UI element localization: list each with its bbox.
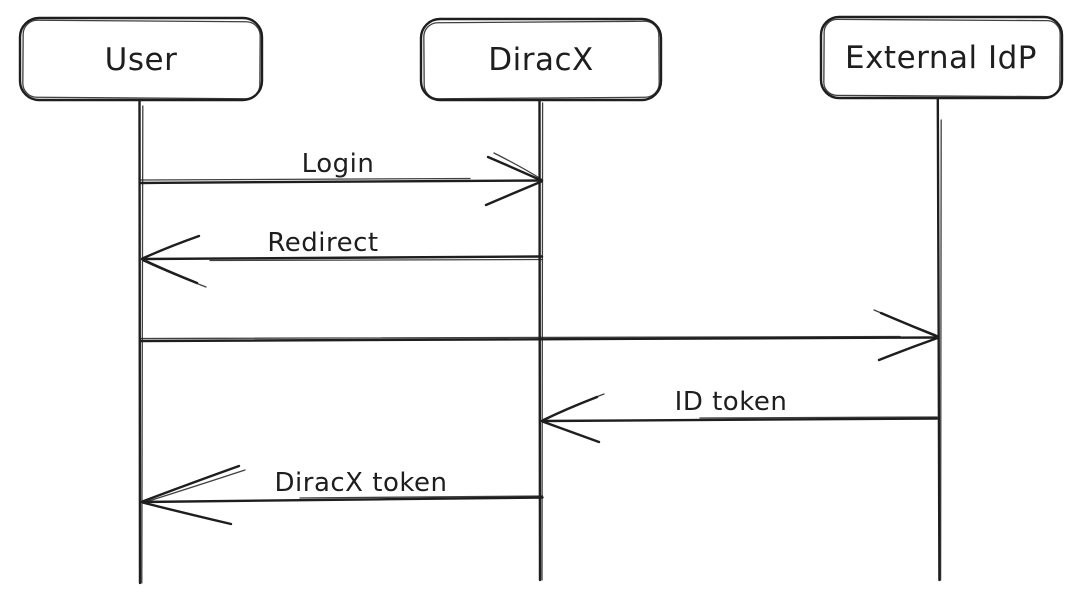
lifeline-external-idp (936, 96, 942, 582)
actor-diracx: DiracX (419, 17, 663, 102)
message-label-id-token: ID token (675, 387, 788, 417)
message-label-diracx-token: DiracX token (275, 468, 448, 498)
message-authorize (139, 309, 940, 362)
actor-user-box (18, 16, 264, 102)
message-label-redirect: Redirect (267, 228, 378, 258)
arrow-line (139, 336, 940, 343)
message-label-login: Login (302, 149, 375, 179)
message-id-token: ID token (540, 387, 939, 444)
arrow-head (484, 155, 543, 207)
actor-user-label: User (105, 42, 178, 78)
arrow-line (540, 417, 939, 423)
message-login: Login (139, 149, 544, 207)
arrow-head (141, 464, 241, 526)
actor-diracx-box (419, 17, 663, 102)
message-diracx-token: DiracX token (140, 464, 544, 526)
actor-user: User (18, 16, 264, 102)
actor-external-idp-box (819, 15, 1064, 100)
arrow-line (140, 496, 544, 504)
actor-external-idp-label: External IdP (845, 40, 1037, 76)
actor-external-idp: External IdP (819, 15, 1064, 100)
arrow-line (140, 255, 544, 261)
actor-diracx-label: DiracX (488, 42, 594, 78)
message-redirect: Redirect (140, 228, 544, 288)
arrow-line (139, 179, 544, 185)
